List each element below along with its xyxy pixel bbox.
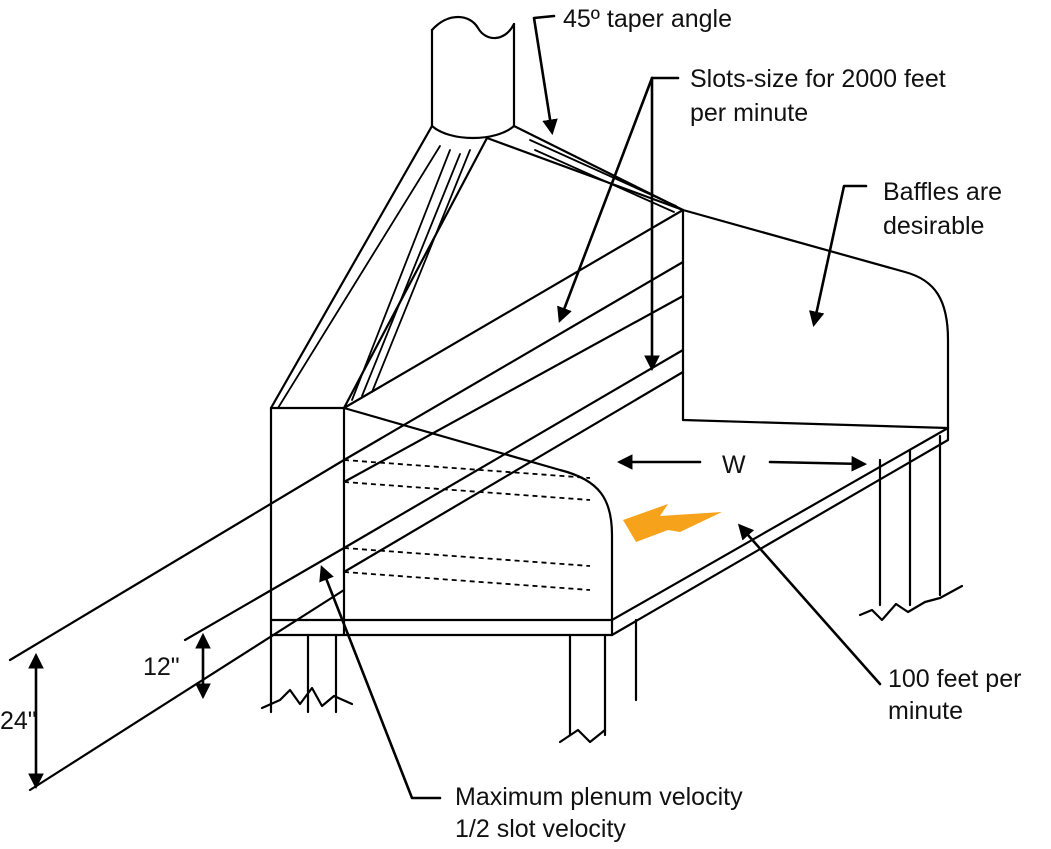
plenum-leader: [319, 565, 442, 800]
slots-label-line2: per minute: [690, 99, 809, 127]
plenum-label-line1: Maximum plenum velocity: [455, 783, 743, 811]
face-velocity-leader: [737, 523, 882, 686]
dimension-projection-lines: [8, 458, 346, 792]
baffles-label-line1: Baffles are: [883, 178, 1003, 206]
taper-angle-label: 45º taper angle: [563, 5, 732, 33]
width-label: W: [722, 451, 746, 479]
baffles-label-line2: desirable: [883, 212, 985, 240]
slots-leader: [557, 76, 680, 372]
airflow-arrow-icon: [623, 504, 722, 542]
face-velocity-label-line1: 100 feet per: [888, 665, 1022, 693]
baffles-leader: [809, 184, 868, 328]
dim-12-label: 12": [143, 653, 180, 681]
face-velocity-label-line2: minute: [888, 697, 964, 725]
far-end-panel: [681, 208, 950, 430]
dim-24-label: 24": [0, 707, 37, 735]
near-end-panel: [342, 406, 614, 637]
taper-leader: [532, 14, 558, 136]
table-legs: [260, 434, 964, 744]
width-dimension-arrow: [616, 454, 868, 472]
taper-transition: [269, 124, 685, 410]
plenum-label-line2: 1/2 slot velocity: [455, 815, 626, 843]
table-top: [610, 418, 950, 637]
plenum-box: [269, 406, 614, 637]
slots-label-line1: Slots-size for 2000 feet: [690, 65, 946, 93]
exhaust-duct: [430, 15, 516, 140]
slot-lines: [342, 208, 685, 591]
